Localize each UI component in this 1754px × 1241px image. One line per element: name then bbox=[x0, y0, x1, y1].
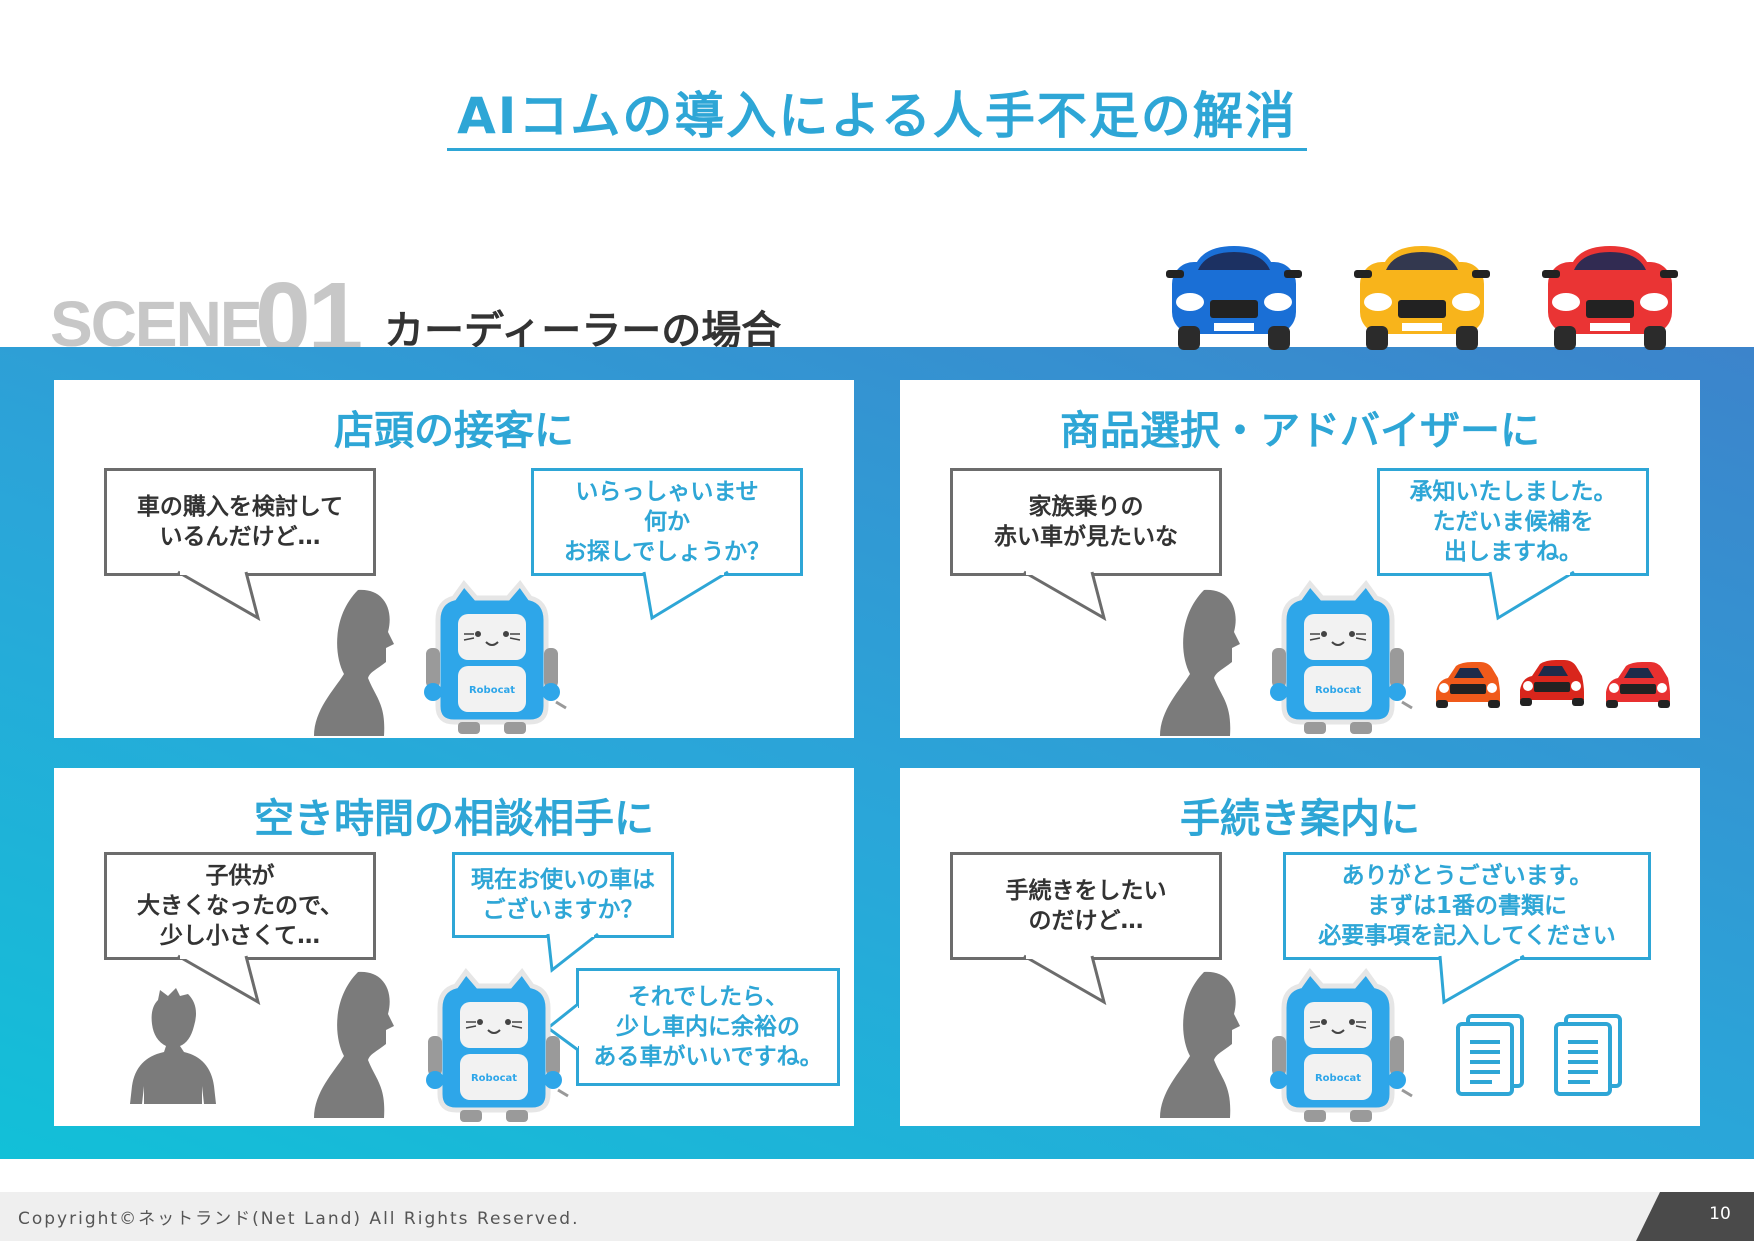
slide-title: AIコムの導入による人手不足の解消 bbox=[457, 87, 1297, 145]
customer-speech-bubble: 家族乗りの 赤い車が見たいな bbox=[950, 468, 1222, 576]
page-number: 10 bbox=[1709, 1204, 1731, 1224]
panel-consultation: 空き時間の相談相手に 子供が 大きくなったので、 少し小さくて… 現在お使いの車… bbox=[54, 768, 854, 1126]
child-silhouette-icon bbox=[130, 988, 216, 1104]
red-suv-icon bbox=[1520, 660, 1584, 706]
document-icon bbox=[1554, 1014, 1622, 1096]
speech-tail bbox=[546, 931, 599, 973]
robot-speech-bubble: それでしたら、 少し車内に余裕の ある車がいいですね。 bbox=[576, 968, 840, 1086]
robot-icon bbox=[426, 972, 574, 1126]
speech-tail bbox=[642, 569, 729, 621]
speech-tail bbox=[1438, 953, 1525, 1005]
woman-silhouette-icon bbox=[314, 971, 394, 1118]
woman-silhouette-icon bbox=[1160, 589, 1240, 736]
robot-speech-bubble: ありがとうございます。 まずは1番の書類に 必要事項を記入してください bbox=[1283, 852, 1651, 960]
speech-tail bbox=[1023, 953, 1107, 1006]
copyright-text: Copyright©ネットランド(Net Land) All Rights Re… bbox=[18, 1209, 580, 1229]
scene-title: カーディーラーの場合 bbox=[384, 308, 782, 354]
robot-icon bbox=[424, 584, 572, 738]
panel-title: 空き時間の相談相手に bbox=[254, 796, 654, 842]
speech-tail bbox=[177, 953, 261, 1006]
title-underline bbox=[447, 148, 1307, 151]
car-group bbox=[1166, 246, 1678, 350]
panel-procedure-guide: 手続き案内に 手続きをしたい のだけど… ありがとうございます。 まずは1番の書… bbox=[900, 768, 1700, 1126]
panel-title: 手続き案内に bbox=[1180, 796, 1420, 842]
panel-title: 店頭の接客に bbox=[334, 408, 574, 454]
speech-tail bbox=[177, 569, 261, 622]
red-car-icon bbox=[1542, 246, 1678, 350]
speech-tail bbox=[1488, 569, 1575, 621]
blue-car-icon bbox=[1166, 246, 1302, 350]
customer-speech-bubble: 子供が 大きくなったので、 少し小さくて… bbox=[104, 852, 376, 960]
yellow-car-icon bbox=[1354, 246, 1490, 350]
panel-title: 商品選択・アドバイザーに bbox=[1060, 408, 1540, 454]
red-car-icon bbox=[1606, 662, 1670, 708]
customer-speech-bubble: 手続きをしたい のだけど… bbox=[950, 852, 1222, 960]
speech-tail bbox=[1023, 569, 1107, 622]
panel-product-advisor: 商品選択・アドバイザーに 家族乗りの 赤い車が見たいな 承知いたしました。 ただ… bbox=[900, 380, 1700, 738]
robot-speech-bubble: 現在お使いの車は ございますか？ bbox=[452, 852, 674, 938]
document-icon bbox=[1456, 1014, 1524, 1096]
woman-silhouette-icon bbox=[314, 589, 394, 736]
scene-word: SCENE bbox=[50, 288, 262, 360]
panel-shop-reception: 店頭の接客に 車の購入を検討して いるんだけど… いらっしゃいませ 何か お探し… bbox=[54, 380, 854, 738]
orange-car-icon bbox=[1436, 662, 1500, 708]
robot-speech-bubble: いらっしゃいませ 何か お探しでしょうか？ bbox=[531, 468, 803, 576]
footer-bar bbox=[0, 1192, 1754, 1241]
robot-speech-bubble: 承知いたしました。 ただいま候補を 出しますね。 bbox=[1377, 468, 1649, 576]
woman-silhouette-icon bbox=[1160, 971, 1240, 1118]
robot-icon bbox=[1270, 584, 1418, 738]
robot-icon bbox=[1270, 972, 1418, 1126]
customer-speech-bubble: 車の購入を検討して いるんだけど… bbox=[104, 468, 376, 576]
